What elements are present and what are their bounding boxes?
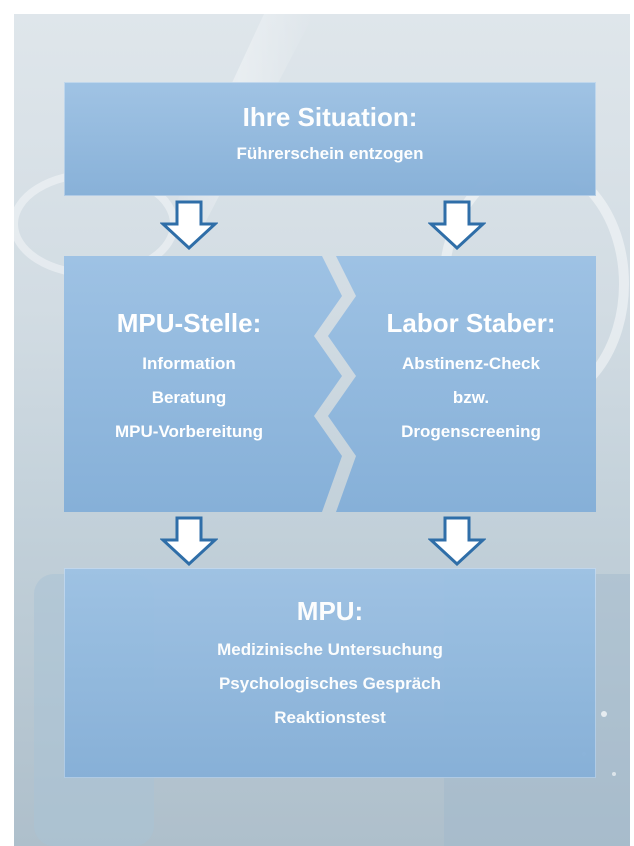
- situation-box: Ihre Situation: Führerschein entzogen: [64, 82, 596, 196]
- mpu-stelle-item: Information: [142, 354, 236, 373]
- arrow-down-icon: [160, 516, 218, 566]
- labor-staber-box: Labor Staber: Abstinenz-Check bzw. Droge…: [346, 256, 596, 512]
- mpu-stelle-item: Beratung: [151, 388, 227, 407]
- situation-title: Ihre Situation:: [242, 102, 418, 132]
- mpu-stelle-box-shape: [64, 256, 342, 512]
- labor-staber-item: Abstinenz-Check: [402, 354, 540, 373]
- labor-staber-item: bzw.: [452, 388, 490, 407]
- mpu-stelle-item: MPU-Vorbereitung: [115, 422, 263, 441]
- labor-staber-box-shape: [328, 256, 596, 512]
- mpu-item: Reaktionstest: [274, 708, 386, 727]
- mpu-item: Medizinische Untersuchung: [217, 640, 443, 659]
- labor-staber-title: Labor Staber:: [386, 308, 556, 338]
- mpu-box: MPU: Medizinische Untersuchung Psycholog…: [64, 568, 596, 778]
- mpu-title: MPU:: [296, 596, 364, 626]
- labor-staber-item: Drogenscreening: [401, 422, 541, 441]
- mpu-stelle-title: MPU-Stelle:: [116, 308, 262, 338]
- arrow-down-icon: [428, 200, 486, 250]
- arrow-down-icon: [160, 200, 218, 250]
- mpu-item: Psychologisches Gespräch: [218, 674, 442, 693]
- arrow-down-icon: [428, 516, 486, 566]
- situation-subtitle: Führerschein entzogen: [236, 144, 424, 163]
- mpu-stelle-box: MPU-Stelle: Information Beratung MPU-Vor…: [64, 256, 314, 512]
